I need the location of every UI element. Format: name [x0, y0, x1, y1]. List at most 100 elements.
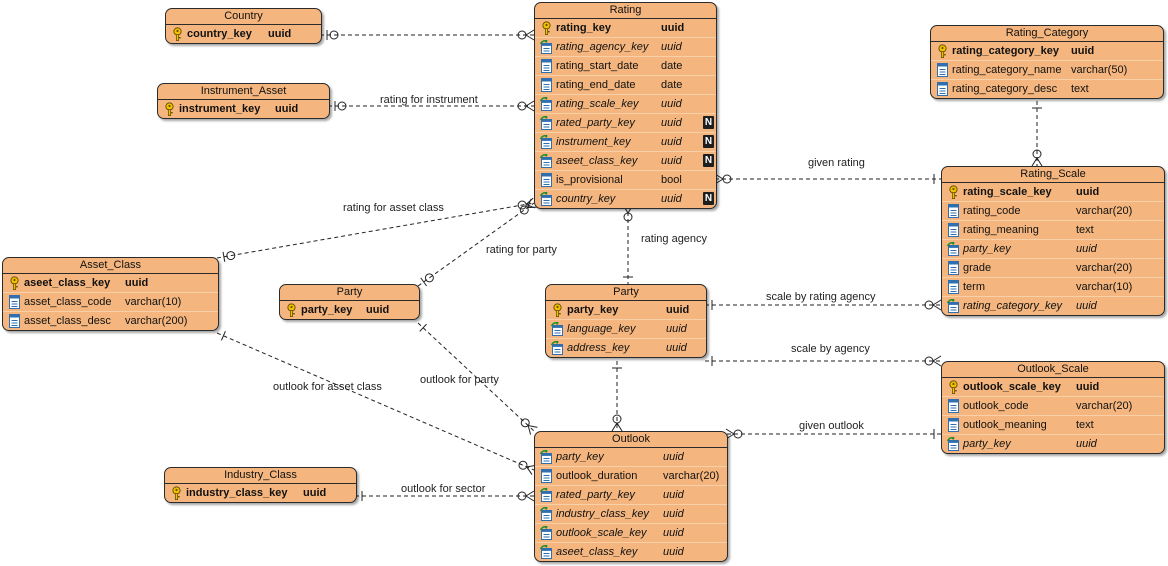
column-name: rating_end_date	[556, 79, 636, 91]
rel-line-asset-class-rating	[216, 202, 535, 259]
foreign-key-icon	[539, 487, 553, 502]
crows-foot-marker	[525, 490, 535, 497]
column-type: uuid	[661, 41, 682, 53]
column-icon	[947, 418, 960, 432]
primary-key-icon	[947, 380, 960, 394]
crows-foot-marker	[525, 495, 535, 502]
column-type: varchar(20)	[1076, 262, 1133, 274]
crows-foot-marker	[525, 105, 535, 112]
column-name: rating_category_key	[963, 300, 1063, 312]
column-name: rating_code	[963, 205, 1021, 217]
foreign-key-icon	[539, 525, 553, 540]
column-name: outlook_meaning	[963, 419, 1047, 431]
column-name: aseet_class_key	[556, 155, 638, 167]
zero-marker	[517, 30, 527, 40]
rel-label-rating-for-asset-class: rating for asset class	[343, 202, 444, 214]
rel-label-rating-agency: rating agency	[641, 233, 708, 245]
rel-label-rating-for-instrument: rating for instrument	[380, 94, 478, 106]
column-type: uuid	[303, 487, 327, 499]
entity-name: Rating	[535, 3, 716, 19]
column-row[interactable]: aseet_class_key uuid	[3, 274, 218, 293]
one-marker	[420, 277, 428, 287]
column-type: uuid	[666, 304, 690, 316]
crows-foot-marker	[611, 422, 618, 432]
rel-label-scale-by-rating-agency: scale by rating agency	[766, 291, 876, 303]
entity-asset-class[interactable]: Asset_Class aseet_class_key uuid asset_clas…	[2, 257, 219, 331]
entity-name: Asset_Class	[3, 258, 218, 274]
primary-key-icon	[947, 185, 960, 199]
column-type: uuid	[125, 277, 149, 289]
column-type: uuid	[661, 117, 682, 129]
column-name: outlook_scale_key	[556, 527, 647, 539]
one-marker	[222, 251, 226, 262]
foreign-key-icon	[539, 134, 553, 149]
rel-label-given-outlook: given outlook	[799, 420, 864, 432]
column-name: aseet_class_key	[24, 277, 111, 289]
zero-marker	[517, 200, 527, 210]
column-type: text	[1071, 83, 1089, 95]
column-type: uuid	[663, 489, 684, 501]
crows-foot-marker	[1031, 157, 1038, 167]
column-name: party_key	[301, 304, 353, 316]
rel-label-outlook-for-sector: outlook for sector	[401, 483, 486, 495]
column-icon	[540, 173, 553, 187]
entity-name: Party	[546, 285, 706, 301]
column-type: uuid	[661, 98, 682, 110]
column-type: varchar(20)	[663, 470, 720, 482]
zero-marker	[517, 491, 527, 501]
rel-label-given-rating: given rating	[808, 157, 865, 169]
foreign-key-icon	[539, 449, 553, 464]
foreign-key-icon	[539, 39, 553, 54]
zero-marker	[623, 212, 633, 222]
